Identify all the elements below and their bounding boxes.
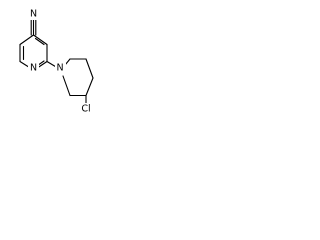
- structure-diagram: N N N Cl: [19, 8, 94, 115]
- pyridine-n-label: N: [28, 62, 39, 74]
- nitrile-triple-bond: [30, 18, 37, 36]
- pyridine-ring: [19, 34, 48, 69]
- piperidine-ring: [62, 58, 94, 97]
- svg-text:N: N: [30, 9, 37, 20]
- piperidine-n-label: N: [55, 62, 66, 74]
- chlorine-label: Cl: [78, 103, 94, 115]
- svg-text:N: N: [30, 63, 37, 74]
- svg-text:Cl: Cl: [81, 104, 90, 115]
- nitrile-n-label: N: [28, 8, 39, 20]
- svg-text:N: N: [56, 63, 63, 74]
